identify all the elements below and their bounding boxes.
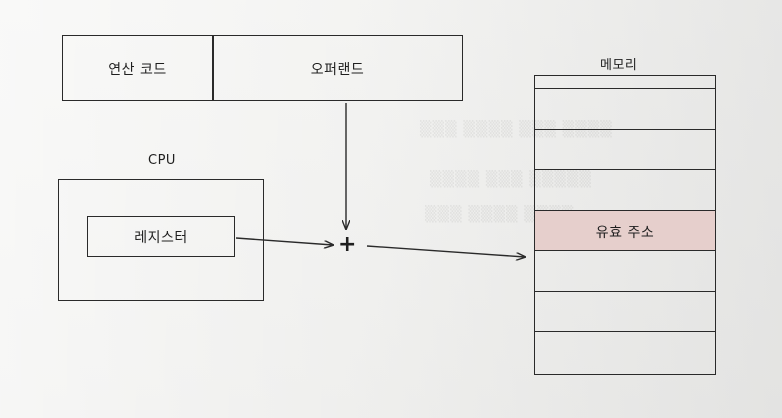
instruction-divider — [212, 36, 214, 100]
memory-cell — [535, 331, 715, 372]
cpu-box: 레지스터 — [58, 179, 264, 301]
cpu-label: CPU — [148, 153, 176, 168]
memory-cell — [535, 250, 715, 291]
effective-address-label: 유효 주소 — [595, 224, 655, 241]
memory-cell — [535, 88, 715, 129]
memory-cell — [535, 169, 715, 210]
bleed-through-text: ▒▒▒▒ ▒▒▒ ▒▒▒▒▒ — [430, 170, 592, 188]
memory-label: 메모리 — [600, 58, 638, 73]
operand-label: 오퍼랜드 — [310, 62, 365, 78]
opcode-label: 연산 코드 — [108, 62, 167, 78]
memory-box: 유효 주소 — [534, 75, 716, 375]
memory-cell-effective-address: 유효 주소 — [535, 209, 715, 250]
register-label: 레지스터 — [134, 230, 188, 246]
instruction-box: 연산 코드 오퍼랜드 — [62, 35, 463, 101]
register-to-adder-arrow — [235, 237, 333, 245]
memory-cell — [535, 128, 715, 170]
memory-cell — [535, 290, 715, 332]
register-box: 레지스터 — [87, 216, 235, 257]
adder-to-memory-arrow — [366, 245, 525, 257]
bleed-through-text: ▒▒▒ ▒▒▒▒ ▒▒▒ ▒▒▒▒ — [420, 120, 613, 138]
adder-plus-sign: + — [338, 232, 357, 257]
